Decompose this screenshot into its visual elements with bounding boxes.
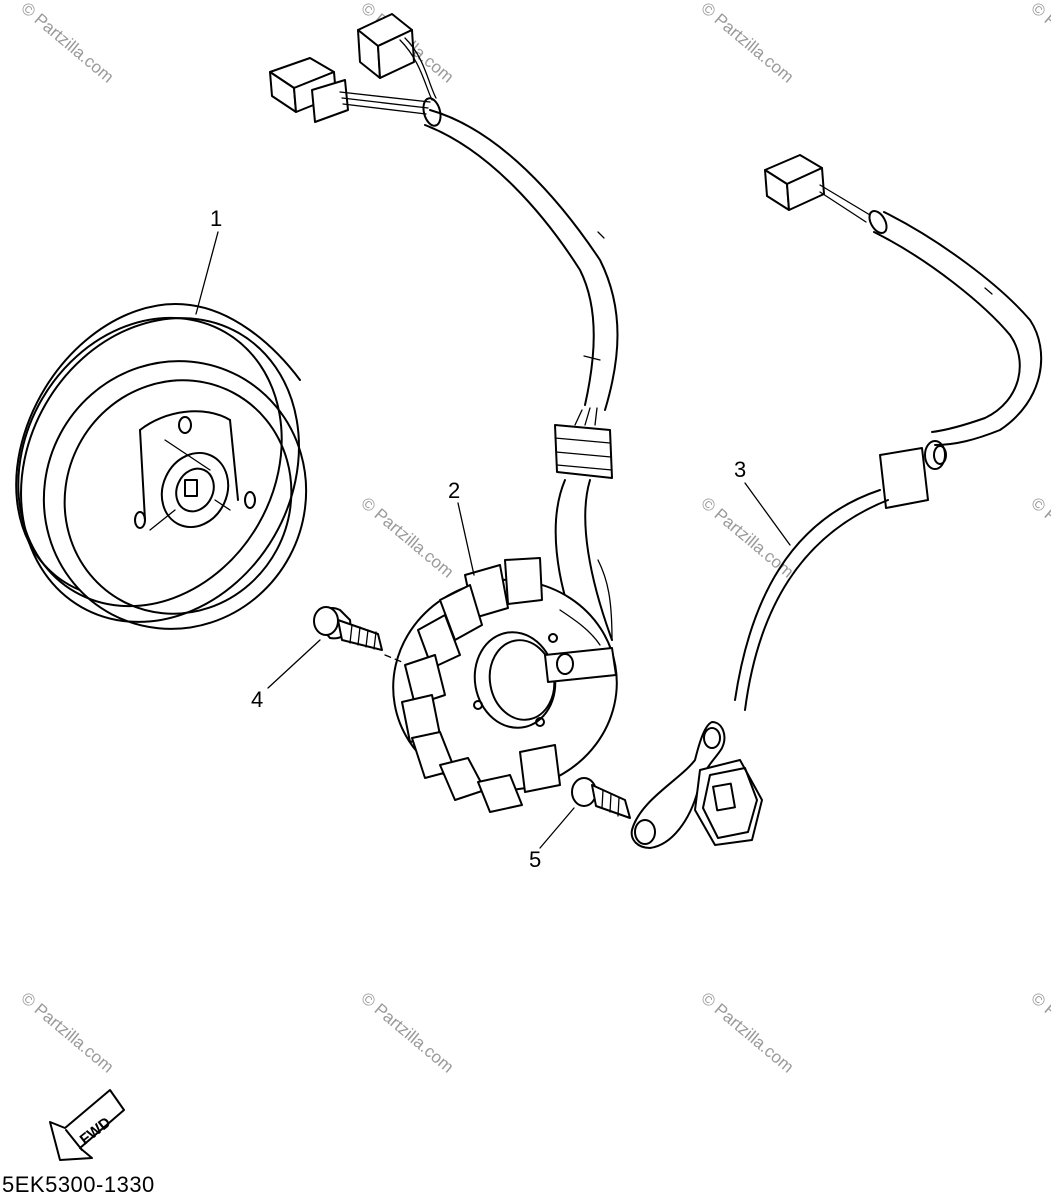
- watermark-9: © Partzilla.com: [357, 989, 457, 1077]
- leader-2: [457, 502, 475, 576]
- watermark-11: © Partzilla.com: [1027, 989, 1051, 1077]
- leader-3: [744, 482, 791, 546]
- callout-2: 2: [448, 478, 460, 503]
- pickup-coil: [630, 154, 1043, 849]
- callout-5: 5: [529, 847, 541, 872]
- forward-direction-arrow: FWD: [49, 1089, 125, 1161]
- stator-connectors: [269, 13, 442, 127]
- callout-3: 3: [734, 457, 746, 482]
- watermark-5: © Partzilla.com: [357, 494, 457, 582]
- stator-teeth: [401, 557, 561, 813]
- watermark-6: © Partzilla.com: [697, 494, 797, 582]
- rotor-flywheel: [15, 303, 308, 630]
- callout-4: 4: [251, 687, 263, 712]
- callout-1: 1: [210, 206, 222, 231]
- watermark-4: © Partzilla.com: [1027, 0, 1051, 87]
- screw-5: [571, 777, 631, 819]
- figure-code: 5EK5300-1330: [2, 1172, 155, 1197]
- screw-4: [313, 606, 403, 663]
- watermark-8: © Partzilla.com: [17, 989, 117, 1077]
- stator-assembly: [392, 109, 619, 813]
- watermark-1: © Partzilla.com: [17, 0, 117, 87]
- leader-1: [195, 231, 219, 315]
- watermark-7: © Partzilla.com: [1027, 494, 1051, 582]
- watermark-3: © Partzilla.com: [697, 0, 797, 87]
- watermark-10: © Partzilla.com: [697, 989, 797, 1077]
- leader-5: [539, 807, 575, 849]
- leader-4: [267, 639, 321, 689]
- callouts: 1 2 3 4 5: [195, 206, 791, 872]
